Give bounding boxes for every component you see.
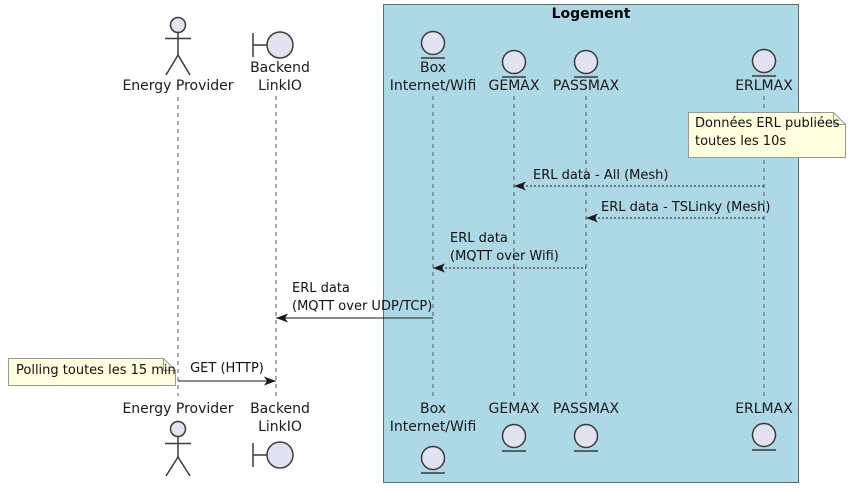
- entity-icon-passmax-top: [573, 49, 599, 78]
- note-fold-icon: [833, 112, 846, 125]
- message-arrow-erl-data-all-mesh: [514, 181, 764, 191]
- note-text: toutes les 10s: [695, 134, 787, 149]
- message-text: ERL data - TSLinky (Mesh): [601, 200, 771, 215]
- participant-label-backend-linkio-top: Backend LinkIO: [226, 59, 334, 95]
- participant-name: Energy Provider: [122, 401, 234, 417]
- participant-label-erlmax-top: ERLMAX: [714, 77, 814, 95]
- note-shape-polling: [8, 358, 176, 386]
- participant-name: Backend: [250, 60, 310, 76]
- arrowhead-left-icon: [276, 313, 288, 323]
- message-text: (MQTT over UDP/TCP): [292, 299, 433, 314]
- participant-label-gemax-bottom: GEMAX: [464, 400, 564, 418]
- participant-name: LinkIO: [258, 419, 302, 435]
- bottom-participant-icons: [165, 420, 777, 477]
- participant-name: Box: [419, 401, 447, 417]
- message-label-get-http: GET (HTTP): [178, 360, 276, 378]
- note-polling: Polling toutes les 15 min: [16, 362, 176, 380]
- frame-title: Logement: [551, 6, 631, 22]
- note-fold-icon: [163, 358, 176, 371]
- message-arrows: [178, 181, 764, 386]
- participant-name: Box: [419, 60, 447, 76]
- participant-label-energy-provider-top: Energy Provider: [108, 77, 248, 95]
- top-participant-icons: [165, 16, 777, 78]
- entity-icon-gemax-bottom: [501, 423, 527, 452]
- message-text: ERL data: [292, 281, 350, 296]
- participant-name: Energy Provider: [122, 78, 234, 94]
- participant-label-box-internet-wifi-top: Box Internet/Wifi: [373, 59, 493, 95]
- arrowhead-left-icon: [514, 181, 526, 191]
- boundary-icon-backend-linkio-top: [252, 31, 294, 59]
- message-text: ERL data - All (Mesh): [533, 168, 669, 183]
- participant-label-energy-provider-bottom: Energy Provider: [108, 400, 248, 418]
- arrowhead-left-icon: [433, 263, 445, 273]
- participant-name: Internet/Wifi: [389, 78, 477, 94]
- entity-icon-box-internet-wifi-bottom: [420, 445, 446, 474]
- message-label-erl-data-mqtt-udp-tcp: ERL data (MQTT over UDP/TCP): [292, 280, 432, 316]
- participant-name: Internet/Wifi: [389, 419, 477, 435]
- message-arrow-erl-data-mqtt-udp-tcp: [276, 313, 433, 323]
- note-text: Données ERL publiées: [695, 116, 840, 131]
- participant-name: ERLMAX: [735, 78, 793, 94]
- message-label-erl-data-all-mesh: ERL data - All (Mesh): [533, 167, 668, 185]
- message-arrow-erl-data-tslinky-mesh: [586, 213, 764, 223]
- participant-name: PASSMAX: [552, 78, 620, 94]
- message-text: (MQTT over Wifi): [450, 249, 559, 264]
- entity-icon-box-internet-wifi-top: [420, 30, 446, 59]
- participant-name: ERLMAX: [735, 401, 793, 417]
- entity-icon-passmax-bottom: [573, 423, 599, 452]
- participant-name: GEMAX: [488, 78, 540, 94]
- note-shapes: [8, 112, 846, 386]
- entity-icon-erlmax-top: [751, 48, 777, 77]
- note-text: Polling toutes les 15 min: [16, 363, 176, 378]
- note-donnees-erl: Données ERL publiées toutes les 10s: [695, 115, 840, 151]
- logement-frame: [383, 4, 799, 483]
- participant-label-gemax-top: GEMAX: [464, 77, 564, 95]
- message-arrow-erl-data-mqtt-wifi: [433, 263, 586, 273]
- note-shape-donnees-erl: [688, 112, 846, 158]
- participant-name: LinkIO: [258, 78, 302, 94]
- participant-label-passmax-bottom: PASSMAX: [536, 400, 636, 418]
- arrowhead-left-icon: [586, 213, 598, 223]
- message-label-erl-data-mqtt-wifi: ERL data (MQTT over Wifi): [450, 230, 559, 266]
- boundary-icon-backend-linkio-bottom: [252, 441, 294, 469]
- participant-name: PASSMAX: [552, 401, 620, 417]
- message-arrow-get-http: [178, 376, 276, 386]
- actor-icon-energy-provider-bottom: [165, 420, 191, 477]
- arrowhead-right-icon: [264, 376, 276, 386]
- message-label-erl-data-tslinky-mesh: ERL data - TSLinky (Mesh): [601, 199, 770, 217]
- participant-name: GEMAX: [488, 401, 540, 417]
- participant-label-backend-linkio-bottom: Backend LinkIO: [226, 400, 334, 436]
- participant-label-box-internet-wifi-bottom: Box Internet/Wifi: [373, 400, 493, 436]
- entity-icon-gemax-top: [501, 49, 527, 78]
- message-text: GET (HTTP): [190, 361, 264, 376]
- message-text: ERL data: [450, 231, 508, 246]
- entity-icon-erlmax-bottom: [751, 422, 777, 451]
- participant-label-erlmax-bottom: ERLMAX: [714, 400, 814, 418]
- participant-name: Backend: [250, 401, 310, 417]
- actor-icon-energy-provider-top: [165, 16, 191, 76]
- logement-frame-rect: [383, 4, 799, 483]
- participant-label-passmax-top: PASSMAX: [536, 77, 636, 95]
